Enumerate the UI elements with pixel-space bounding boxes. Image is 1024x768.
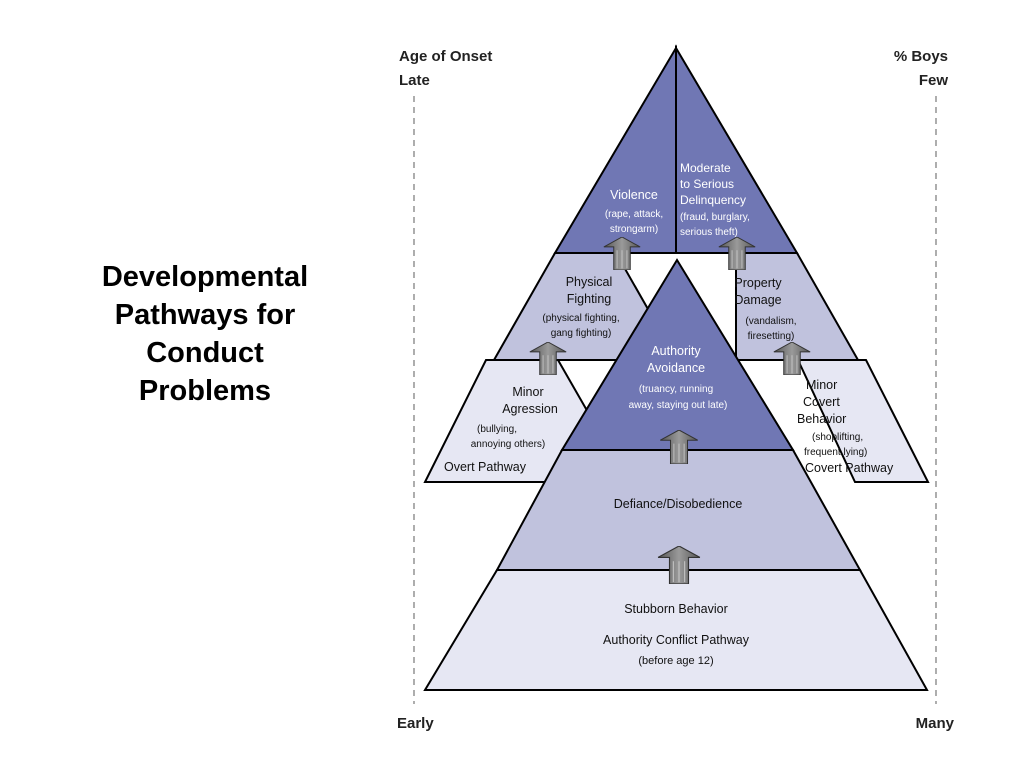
violence-title: Violence bbox=[610, 188, 658, 202]
delinquency-title: to Serious bbox=[680, 177, 734, 191]
overt-top-band bbox=[553, 44, 677, 254]
late-label: Late bbox=[399, 72, 430, 89]
percent-boys-label: % Boys bbox=[894, 48, 948, 65]
minor-aggression-title: Agression bbox=[502, 402, 558, 416]
covert-pathway-label: Covert Pathway bbox=[805, 461, 894, 475]
authority-avoidance-detail: away, staying out late) bbox=[629, 400, 728, 411]
minor-covert-title: Behavior bbox=[797, 412, 846, 426]
violence-detail: strongarm) bbox=[610, 224, 658, 235]
delinquency-detail: serious theft) bbox=[680, 227, 738, 238]
minor-aggression-title: Minor bbox=[512, 385, 543, 399]
property-damage-detail: firesetting) bbox=[748, 331, 795, 342]
overt-pathway-label: Overt Pathway bbox=[444, 460, 527, 474]
many-label: Many bbox=[916, 715, 955, 732]
property-damage-title: Property bbox=[734, 276, 782, 290]
age-onset-label: Age of Onset bbox=[399, 48, 492, 65]
early-label: Early bbox=[397, 715, 434, 732]
minor-covert-title: Minor bbox=[806, 378, 837, 392]
minor-covert-node: Minor Covert Behavior (shoplifting, freq… bbox=[797, 378, 867, 458]
physical-fighting-node: Physical Fighting (physical fighting, ga… bbox=[542, 275, 619, 339]
authority-avoidance-title: Avoidance bbox=[647, 361, 705, 375]
physical-fighting-detail: gang fighting) bbox=[551, 328, 612, 339]
violence-node: Violence (rape, attack, strongarm) bbox=[605, 188, 663, 235]
delinquency-title: Delinquency bbox=[680, 193, 746, 207]
before-age-label: (before age 12) bbox=[638, 655, 713, 667]
authority-avoidance-node: Authority Avoidance (truancy, running aw… bbox=[629, 344, 728, 411]
title-line: Problems bbox=[138, 375, 272, 407]
minor-covert-detail: frequent lying) bbox=[804, 447, 867, 458]
minor-covert-title: Covert bbox=[803, 395, 840, 409]
physical-fighting-title: Physical bbox=[566, 275, 613, 289]
minor-covert-detail: (shoplifting, bbox=[812, 432, 863, 443]
few-label: Few bbox=[919, 72, 949, 89]
authority-pathway-pyramid bbox=[423, 258, 929, 691]
physical-fighting-detail: (physical fighting, bbox=[542, 313, 619, 324]
authority-base-band bbox=[423, 569, 929, 691]
authority-conflict-label: Authority Conflict Pathway bbox=[603, 633, 750, 647]
property-damage-title: Damage bbox=[734, 293, 781, 307]
minor-aggression-node: Minor Agression (bullying, annoying othe… bbox=[471, 385, 558, 450]
title-line: Pathways for bbox=[114, 299, 296, 331]
delinquency-node: Moderate to Serious Delinquency (fraud, … bbox=[680, 161, 750, 238]
stubborn-behavior-node: Stubborn Behavior Authority Conflict Pat… bbox=[603, 602, 750, 667]
minor-aggression-detail: annoying others) bbox=[471, 439, 546, 450]
stubborn-behavior-label: Stubborn Behavior bbox=[624, 602, 728, 616]
defiance-label: Defiance/Disobedience bbox=[614, 497, 743, 511]
title-line: Developmental bbox=[101, 261, 309, 293]
property-damage-detail: (vandalism, bbox=[745, 316, 796, 327]
property-damage-node: Property Damage (vandalism, firesetting) bbox=[734, 276, 796, 342]
authority-avoidance-detail: (truancy, running bbox=[639, 384, 713, 395]
delinquency-detail: (fraud, burglary, bbox=[680, 212, 750, 223]
delinquency-title: Moderate bbox=[680, 161, 731, 175]
slide-title: Developmental Pathways for Conduct Probl… bbox=[50, 258, 360, 410]
physical-fighting-title: Fighting bbox=[567, 292, 612, 306]
violence-detail: (rape, attack, bbox=[605, 209, 663, 220]
title-line: Conduct bbox=[146, 337, 264, 369]
authority-avoidance-title: Authority bbox=[651, 344, 701, 358]
covert-pathway-pyramid bbox=[675, 44, 930, 483]
minor-aggression-detail: (bullying, bbox=[477, 424, 517, 435]
